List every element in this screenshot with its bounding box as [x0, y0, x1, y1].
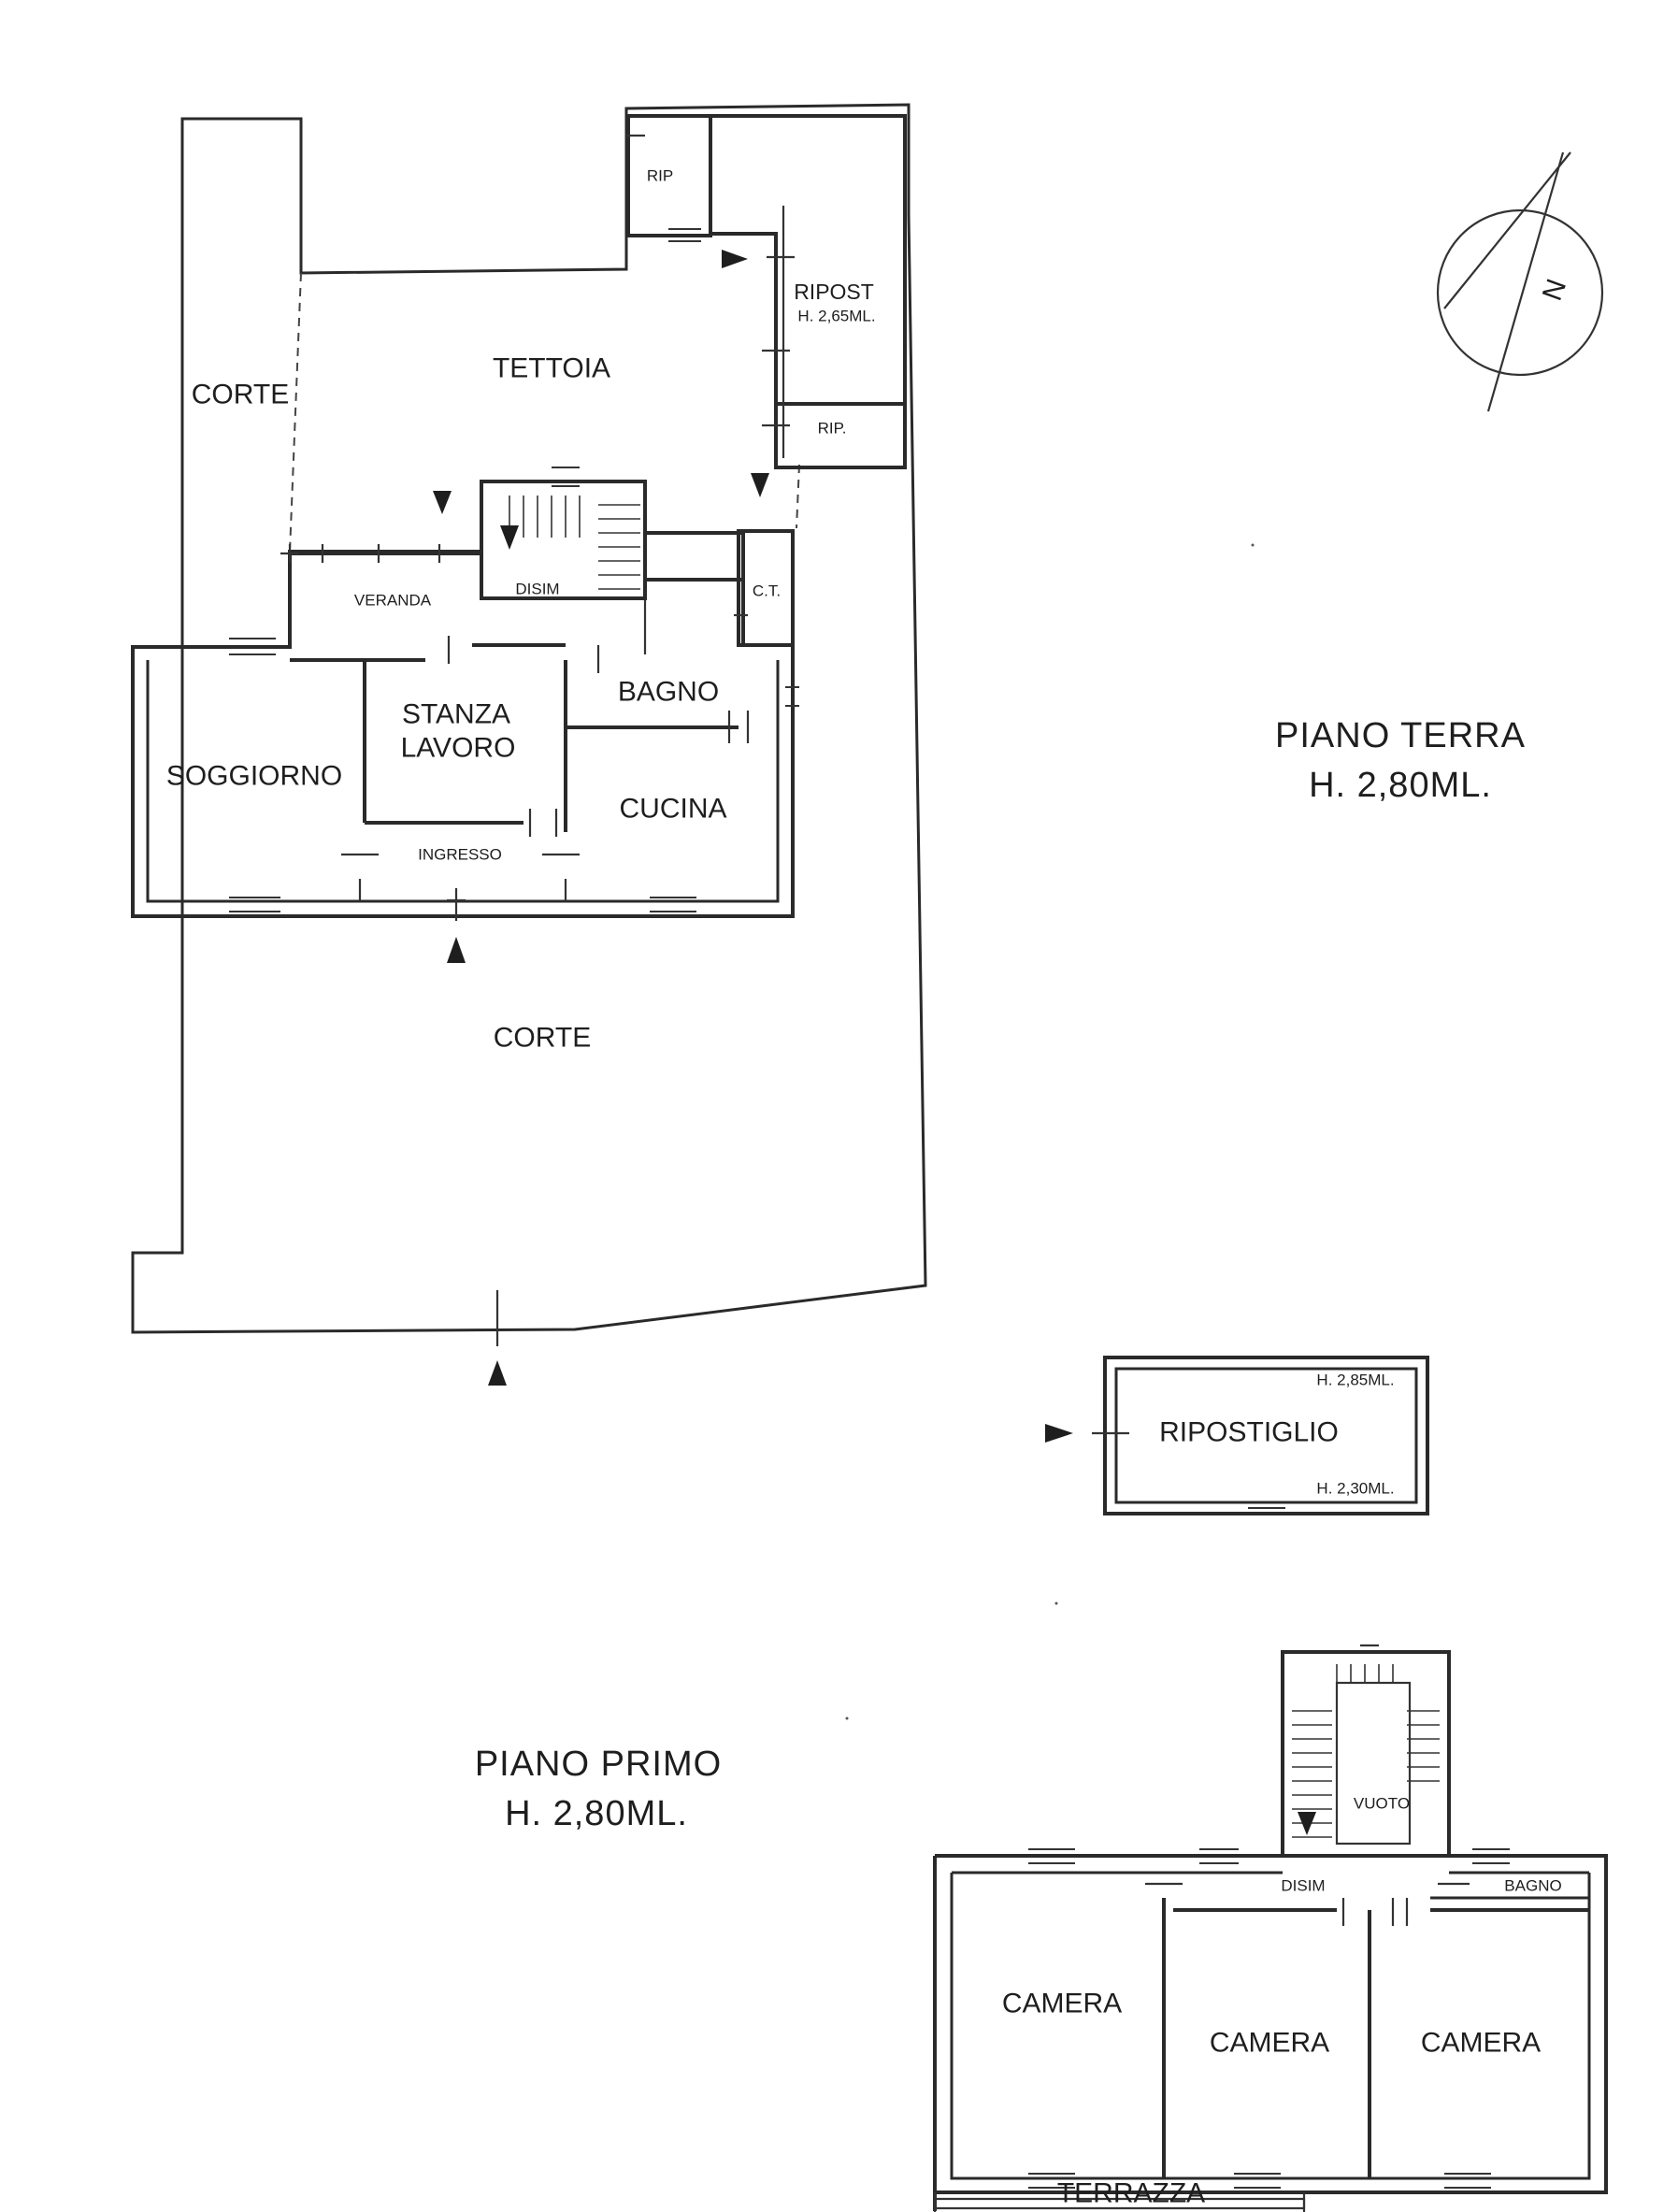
ground-floor-plan: CORTE TETTOIA RIP RIPOST H. 2,65ML. RIP.…	[131, 103, 927, 1386]
ripostiglio-inner-wall	[1114, 1367, 1418, 1504]
label-disim-ground: DISIM	[515, 581, 559, 598]
label-ripostiglio: RIPOSTIGLIO	[1159, 1417, 1339, 1448]
first-stair-treads	[1292, 1664, 1440, 1838]
ground-stair-treads	[509, 496, 640, 590]
ripostiglio-outer-wall	[1103, 1356, 1429, 1515]
ground-door-marks	[280, 134, 795, 921]
first-inner-wall	[950, 1873, 1591, 2180]
compass-needle-icon	[1443, 151, 1571, 309]
entry-arrow-ct	[751, 473, 769, 497]
title-piano-terra: PIANO TERRA	[1275, 716, 1526, 755]
tettoia-edge-right	[796, 464, 800, 529]
label-camera-mid: CAMERA	[1210, 2028, 1329, 2059]
label-camera-right: CAMERA	[1421, 2028, 1541, 2059]
entry-arrow-ingresso	[447, 937, 466, 963]
title-piano-primo: PIANO PRIMO	[475, 1745, 722, 1784]
label-soggiorno: SOGGIORNO	[166, 761, 342, 792]
stair-block-wall	[480, 480, 647, 600]
label-ripost: RIPOST	[794, 280, 874, 304]
label-ingresso: INGRESSO	[418, 846, 502, 864]
label-ripost-height: H. 2,65ML.	[797, 308, 875, 325]
first-stair-tower-wall	[1281, 1650, 1451, 1858]
first-stair-void	[1335, 1681, 1412, 1846]
ripostiglio-block: RIPOSTIGLIO H. 2,85ML. H. 2,30ML.	[1045, 1356, 1429, 1515]
label-stanza: STANZA	[402, 699, 510, 730]
label-lavoro: LAVORO	[401, 733, 516, 764]
compass-north-label: N	[1537, 275, 1572, 305]
height-piano-primo: H. 2,80ML.	[505, 1794, 688, 1833]
label-ripostiglio-height-high: H. 2,85ML.	[1316, 1372, 1394, 1389]
entry-arrow-veranda	[433, 491, 452, 514]
first-floor-plan: VUOTO DISIM BAGNO CAMERA CAMERA CAMERA T…	[933, 1644, 1608, 2212]
ground-windows	[229, 228, 799, 912]
first-stair-arrow	[1298, 1812, 1316, 1835]
ct-room-wall	[737, 529, 795, 647]
label-rip-top: RIP	[647, 167, 673, 185]
label-terrazza: TERRAZZA	[1057, 2178, 1205, 2209]
tettoia-edge-left	[289, 272, 302, 553]
scan-speck	[1251, 543, 1255, 547]
label-ct: C.T.	[753, 582, 781, 600]
label-disim-first: DISIM	[1281, 1877, 1325, 1895]
label-bagno-ground: BAGNO	[618, 677, 719, 708]
label-vuoto: VUOTO	[1354, 1795, 1410, 1813]
ripost-room-wall	[710, 114, 907, 469]
compass-axis-icon	[1486, 151, 1565, 412]
entry-arrow-corte	[488, 1360, 507, 1386]
ingresso-marks	[341, 853, 580, 901]
compass-circle-icon	[1436, 208, 1604, 377]
ripostiglio-entry-arrow	[1045, 1424, 1073, 1443]
label-ripostiglio-height-low: H. 2,30ML.	[1316, 1480, 1394, 1498]
rip-room-wall	[626, 114, 712, 237]
label-rip-small: RIP.	[818, 420, 847, 438]
scan-speck	[845, 1716, 849, 1720]
north-compass: N	[1436, 151, 1604, 412]
label-tettoia: TETTOIA	[493, 353, 610, 384]
label-cucina: CUCINA	[619, 794, 726, 825]
entry-arrow-ripost	[722, 250, 748, 268]
label-camera-left: CAMERA	[1002, 1989, 1122, 2019]
scan-speck	[1054, 1602, 1058, 1605]
label-veranda: VERANDA	[354, 592, 432, 610]
first-door-marks	[1145, 1882, 1470, 1926]
height-piano-terra: H. 2,80ML.	[1309, 766, 1492, 805]
entry-arrow-stair	[500, 525, 519, 550]
terrazza-box	[933, 2192, 1306, 2210]
first-windows	[1028, 1848, 1510, 2189]
label-corte-main: CORTE	[494, 1023, 591, 1054]
first-outer-wall	[933, 1854, 1608, 2211]
label-corte-side: CORTE	[192, 380, 289, 410]
label-bagno-first: BAGNO	[1504, 1877, 1561, 1895]
